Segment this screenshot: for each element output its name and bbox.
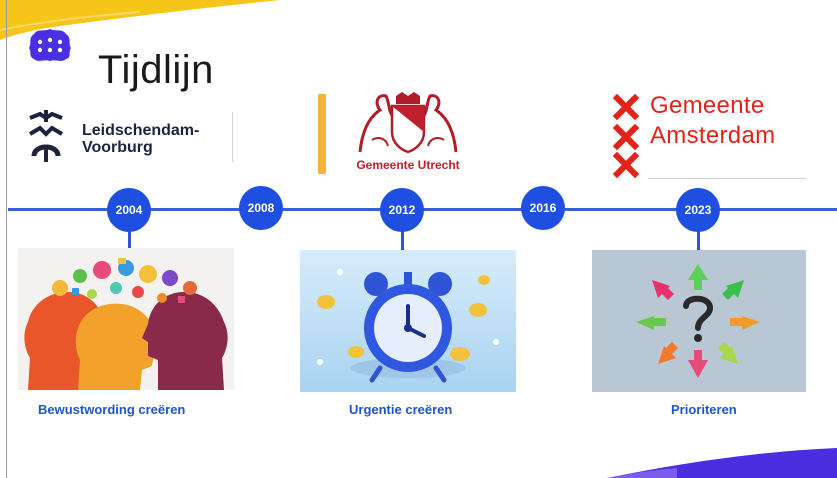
timeline-connector	[697, 230, 700, 250]
year-marker-2004: 2004	[107, 188, 151, 232]
bottom-wave-decoration	[607, 448, 837, 478]
year-marker-2012: 2012	[380, 188, 424, 232]
gemeente-amsterdam-logo: Gemeente Amsterdam	[612, 92, 812, 182]
amsterdam-xxx-icon	[612, 94, 640, 179]
amsterdam-logo-underline	[648, 178, 806, 179]
logo-divider	[232, 112, 233, 162]
heads-ideas-illustration	[18, 248, 234, 390]
gemeente-utrecht-logo: Gemeente Utrecht	[340, 92, 476, 178]
decorative-badge-icon	[29, 29, 71, 61]
leidschendam-logo-line2: Voorburg	[82, 139, 153, 156]
top-wave-decoration	[0, 0, 280, 40]
year-marker-2008: 2008	[239, 186, 283, 230]
slide-title: Tijdlijn	[98, 48, 214, 92]
milestone-caption: Urgentie creëren	[349, 402, 453, 417]
timeline-connector	[128, 230, 131, 250]
utrecht-coat-of-arms-icon	[358, 92, 458, 154]
utrecht-logo-text: Gemeente Utrecht	[356, 158, 460, 172]
amsterdam-logo-line1: Gemeente	[650, 92, 765, 119]
frame-border	[6, 0, 7, 478]
year-marker-2016: 2016	[521, 186, 565, 230]
timeline-connector	[401, 230, 404, 250]
question-mark-arrows-photo	[592, 250, 806, 392]
alarm-clock-illustration	[300, 250, 516, 392]
leidschendam-crest-icon	[28, 110, 64, 162]
leidschendam-logo-line1: Leidschendam-	[82, 122, 200, 139]
milestone-caption: Prioriteren	[671, 402, 737, 417]
orange-accent-bar	[318, 94, 326, 174]
milestone-caption: Bewustwording creëren	[38, 402, 186, 417]
year-marker-2023: 2023	[676, 188, 720, 232]
leidschendam-logo-text: Leidschendam- Voorburg	[82, 122, 199, 156]
leidschendam-voorburg-logo: Leidschendam- Voorburg	[26, 108, 236, 164]
amsterdam-logo-line2: Amsterdam	[650, 122, 776, 149]
